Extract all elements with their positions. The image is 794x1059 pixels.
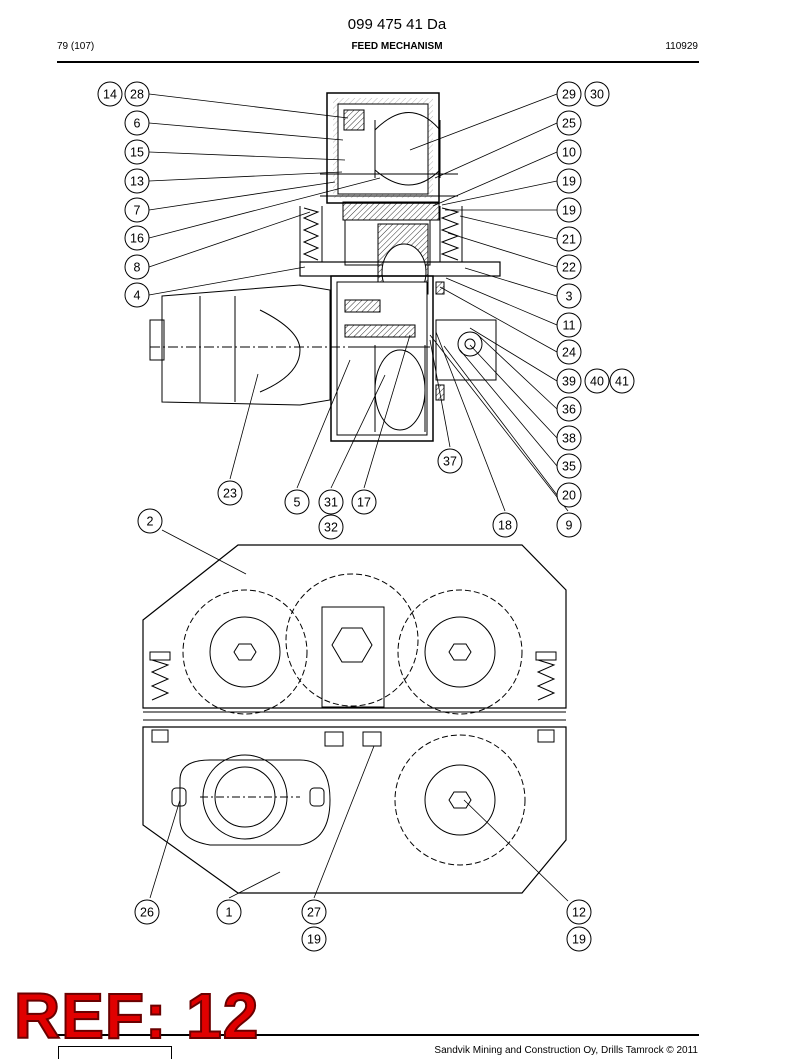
page-ref: 79 (107) bbox=[57, 41, 95, 52]
footer-rule bbox=[57, 1034, 699, 1036]
svg-text:19: 19 bbox=[562, 204, 576, 218]
callout-13: 13 bbox=[124, 168, 150, 194]
svg-text:3: 3 bbox=[566, 290, 573, 304]
svg-text:29: 29 bbox=[562, 88, 576, 102]
callout-27: 27 bbox=[301, 899, 327, 925]
callout-23: 23 bbox=[217, 480, 243, 506]
callout-24: 24 bbox=[556, 339, 582, 365]
svg-text:19: 19 bbox=[307, 933, 321, 947]
callout-6: 6 bbox=[124, 110, 150, 136]
callout-29: 29 bbox=[556, 81, 582, 107]
svg-text:1: 1 bbox=[226, 906, 233, 920]
callout-41: 41 bbox=[609, 368, 635, 394]
callout-35: 35 bbox=[556, 453, 582, 479]
footer-copyright: Sandvik Mining and Construction Oy, Dril… bbox=[434, 1045, 698, 1056]
callout-15: 15 bbox=[124, 139, 150, 165]
svg-text:24: 24 bbox=[562, 346, 576, 360]
callout-28: 28 bbox=[124, 81, 150, 107]
svg-text:10: 10 bbox=[562, 146, 576, 160]
svg-text:15: 15 bbox=[130, 146, 144, 160]
svg-text:36: 36 bbox=[562, 403, 576, 417]
svg-text:11: 11 bbox=[563, 319, 576, 333]
doc-number: 099 475 41 Da bbox=[347, 16, 447, 33]
front-view bbox=[142, 544, 567, 894]
callout-10: 10 bbox=[556, 139, 582, 165]
section-title: FEED MECHANISM bbox=[351, 41, 443, 52]
callout-3: 3 bbox=[556, 283, 582, 309]
callout-40: 40 bbox=[584, 368, 610, 394]
callout-20: 20 bbox=[556, 482, 582, 508]
svg-text:28: 28 bbox=[130, 88, 144, 102]
callout-31: 31 bbox=[318, 489, 344, 515]
callout-5: 5 bbox=[284, 489, 310, 515]
callout-14: 14 bbox=[97, 81, 123, 107]
callout-4: 4 bbox=[124, 282, 150, 308]
svg-text:12: 12 bbox=[572, 906, 586, 920]
callout-7: 7 bbox=[124, 197, 150, 223]
svg-text:37: 37 bbox=[443, 455, 457, 469]
svg-text:6: 6 bbox=[134, 117, 141, 131]
header-rule bbox=[57, 61, 699, 63]
section-view bbox=[149, 92, 501, 442]
callout-19d: 19 bbox=[566, 926, 592, 952]
svg-text:19: 19 bbox=[562, 175, 576, 189]
svg-text:31: 31 bbox=[324, 496, 338, 510]
svg-text:26: 26 bbox=[140, 906, 154, 920]
callout-37: 37 bbox=[437, 448, 463, 474]
callout-25: 25 bbox=[556, 110, 582, 136]
svg-text:40: 40 bbox=[590, 375, 604, 389]
svg-text:38: 38 bbox=[562, 432, 576, 446]
callout-19b: 19 bbox=[556, 197, 582, 223]
svg-text:22: 22 bbox=[562, 261, 576, 275]
svg-text:25: 25 bbox=[562, 117, 576, 131]
svg-text:13: 13 bbox=[130, 175, 144, 189]
callout-1: 1 bbox=[216, 899, 242, 925]
ref-stamp: REF: 12 bbox=[13, 980, 260, 1052]
callout-2: 2 bbox=[137, 508, 163, 534]
callout-12: 12 bbox=[566, 899, 592, 925]
svg-text:30: 30 bbox=[590, 88, 604, 102]
callouts: 14 28 29 30 6 25 15 10 13 19 7 19 16 21 … bbox=[97, 81, 635, 952]
callout-32: 32 bbox=[318, 514, 344, 540]
svg-text:41: 41 bbox=[615, 375, 629, 389]
callout-38: 38 bbox=[556, 425, 582, 451]
callout-16: 16 bbox=[124, 225, 150, 251]
callout-22: 22 bbox=[556, 254, 582, 280]
svg-text:8: 8 bbox=[134, 261, 141, 275]
callout-26: 26 bbox=[134, 899, 160, 925]
svg-text:27: 27 bbox=[307, 906, 321, 920]
svg-text:39: 39 bbox=[562, 375, 576, 389]
callout-19c: 19 bbox=[301, 926, 327, 952]
svg-text:4: 4 bbox=[134, 289, 141, 303]
callout-17: 17 bbox=[351, 489, 377, 515]
svg-text:2: 2 bbox=[147, 515, 154, 529]
svg-text:5: 5 bbox=[294, 496, 301, 510]
callout-30: 30 bbox=[584, 81, 610, 107]
callout-36: 36 bbox=[556, 396, 582, 422]
svg-text:23: 23 bbox=[223, 487, 237, 501]
leader-lines bbox=[148, 93, 569, 902]
svg-text:9: 9 bbox=[566, 519, 573, 533]
svg-text:14: 14 bbox=[103, 88, 117, 102]
svg-text:35: 35 bbox=[562, 460, 576, 474]
svg-text:17: 17 bbox=[357, 496, 371, 510]
callout-39: 39 bbox=[556, 368, 582, 394]
callout-8: 8 bbox=[124, 254, 150, 280]
callout-19: 19 bbox=[556, 168, 582, 194]
svg-text:7: 7 bbox=[134, 204, 141, 218]
callout-21: 21 bbox=[556, 226, 582, 252]
svg-text:21: 21 bbox=[562, 233, 576, 247]
svg-text:16: 16 bbox=[130, 232, 144, 246]
svg-text:32: 32 bbox=[324, 521, 338, 535]
callout-9: 9 bbox=[556, 512, 582, 538]
svg-text:20: 20 bbox=[562, 489, 576, 503]
svg-text:19: 19 bbox=[572, 933, 586, 947]
doc-date: 110929 bbox=[665, 41, 698, 52]
callout-18: 18 bbox=[492, 512, 518, 538]
svg-text:18: 18 bbox=[498, 519, 512, 533]
callout-11: 11 bbox=[556, 312, 582, 338]
